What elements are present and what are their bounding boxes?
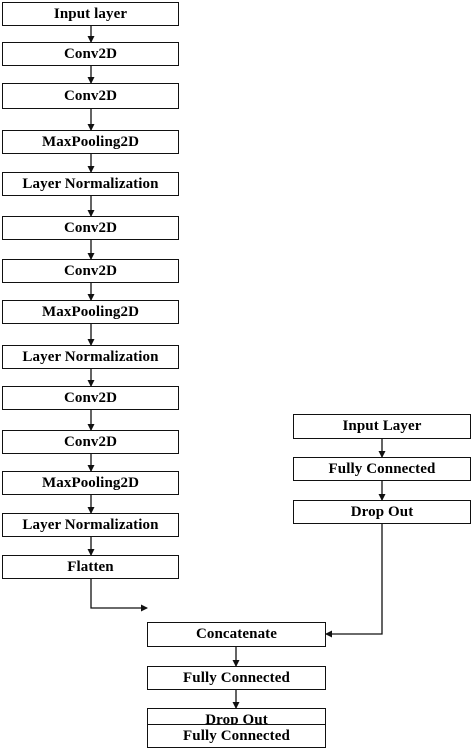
layer-normalization-box-3: Layer Normalization xyxy=(2,513,179,537)
head-fully-connected-box-2: Fully Connected xyxy=(147,724,326,748)
layer-normalization-box-1: Layer Normalization xyxy=(2,172,179,196)
conv2d-box-1: Conv2D xyxy=(2,42,179,66)
dense-fully-connected-box: Fully Connected xyxy=(293,457,471,481)
head-fully-connected-box-1: Fully Connected xyxy=(147,666,326,690)
maxpooling2d-box-3: MaxPooling2D xyxy=(2,471,179,495)
maxpooling2d-box-1: MaxPooling2D xyxy=(2,130,179,154)
arrow-dropout-to-concatenate xyxy=(325,524,383,638)
conv2d-box-5: Conv2D xyxy=(2,386,179,410)
conv2d-box-6: Conv2D xyxy=(2,430,179,454)
conv2d-box-4: Conv2D xyxy=(2,259,179,283)
conv2d-box-3: Conv2D xyxy=(2,216,179,240)
layer-normalization-box-2: Layer Normalization xyxy=(2,345,179,369)
flatten-box: Flatten xyxy=(2,555,179,579)
conv2d-box-2: Conv2D xyxy=(2,83,179,109)
arrow-flatten-to-concatenate xyxy=(90,579,148,612)
dense-input-layer-box: Input Layer xyxy=(293,414,471,439)
dense-drop-out-box: Drop Out xyxy=(293,500,471,524)
cnn-input-layer-box: Input layer xyxy=(2,2,179,26)
maxpooling2d-box-2: MaxPooling2D xyxy=(2,300,179,324)
concatenate-box: Concatenate xyxy=(147,622,326,647)
